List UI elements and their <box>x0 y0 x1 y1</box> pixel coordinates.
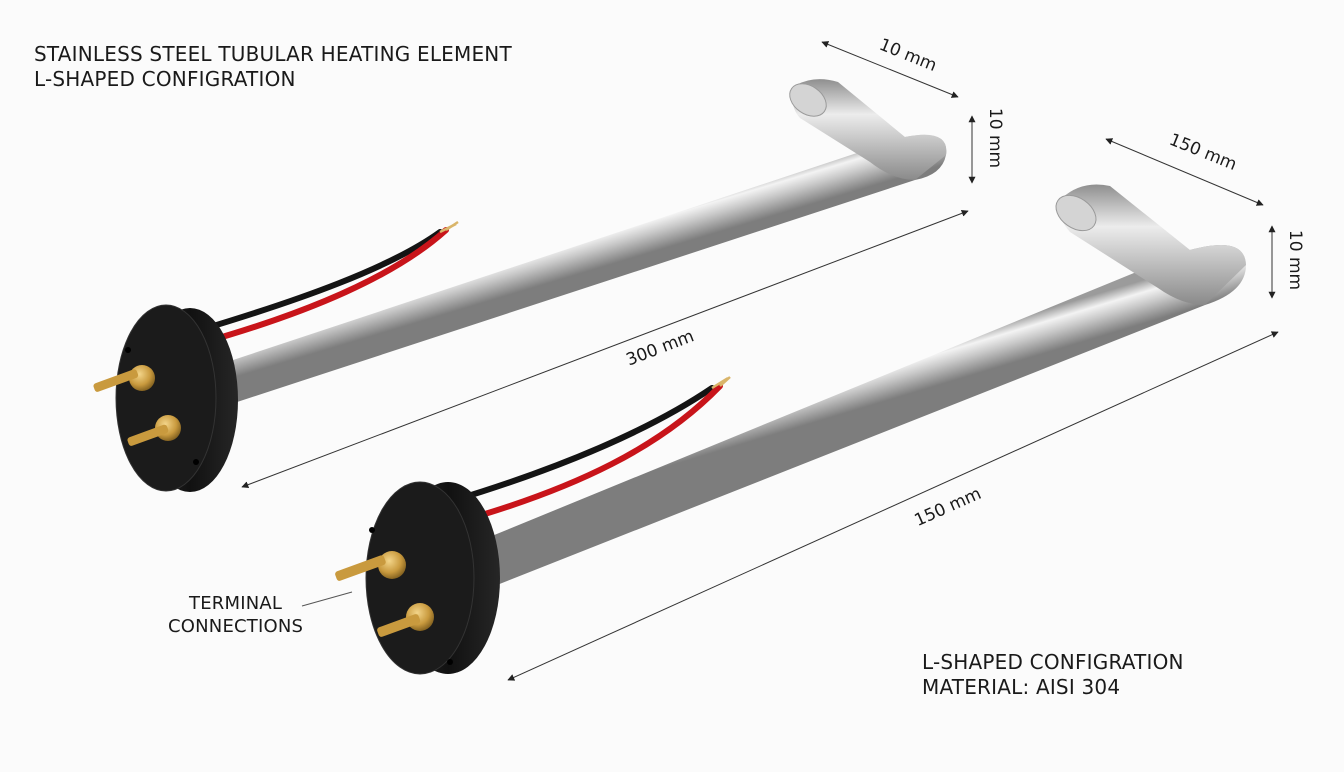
bottom-flange-face <box>365 481 475 675</box>
dim-label-bottom-bend-width: 150 mm <box>1166 130 1239 175</box>
dim-line-top-bend-width <box>821 41 959 98</box>
dim-line-bottom-length <box>507 331 1279 681</box>
bottom-terminal-upper <box>335 551 406 581</box>
dim-label-top-bend-height: 10 mm <box>985 108 1005 168</box>
title-line-1: STAINLESS STEEL TUBULAR HEATING ELEMENT <box>34 42 512 66</box>
spec-line-1: L-SHAPED CONFIGRATION <box>922 650 1184 674</box>
dim-label-bottom-bend-height: 10 mm <box>1285 230 1305 290</box>
top-tube-bend <box>792 79 947 180</box>
spec-notes: L-SHAPED CONFIGRATION MATERIAL: AISI 304 <box>922 650 1184 700</box>
terminal-leader-line <box>301 591 353 607</box>
dim-label-top-bend-width: 10 mm <box>876 35 939 76</box>
top-tube-open-end <box>789 83 827 117</box>
terminal-label-line-1: TERMINAL <box>189 593 283 614</box>
dim-label-top-length: 300 mm <box>623 326 696 370</box>
spec-line-2: MATERIAL: AISI 304 <box>922 675 1121 699</box>
top-flange-face <box>115 304 217 492</box>
top-terminal-upper <box>93 365 155 392</box>
bottom-terminal-lower <box>377 603 434 637</box>
bottom-heating-element <box>335 184 1246 675</box>
bottom-tube-body <box>482 245 1246 587</box>
terminal-connections-label: TERMINAL CONNECTIONS <box>168 592 303 638</box>
top-tube-body <box>218 134 947 405</box>
diagram-title: STAINLESS STEEL TUBULAR HEATING ELEMENT … <box>34 42 512 92</box>
dim-line-bottom-bend-width <box>1105 138 1264 206</box>
title-line-2: L-SHAPED CONFIGRATION <box>34 67 296 91</box>
bottom-tube-open-end <box>1055 194 1097 232</box>
dimension-lines <box>241 41 1279 681</box>
dim-label-bottom-length: 150 mm <box>911 484 984 531</box>
bottom-tube-bend <box>1059 184 1246 305</box>
terminal-label-line-2: CONNECTIONS <box>168 616 304 637</box>
top-terminal-lower <box>127 415 181 446</box>
